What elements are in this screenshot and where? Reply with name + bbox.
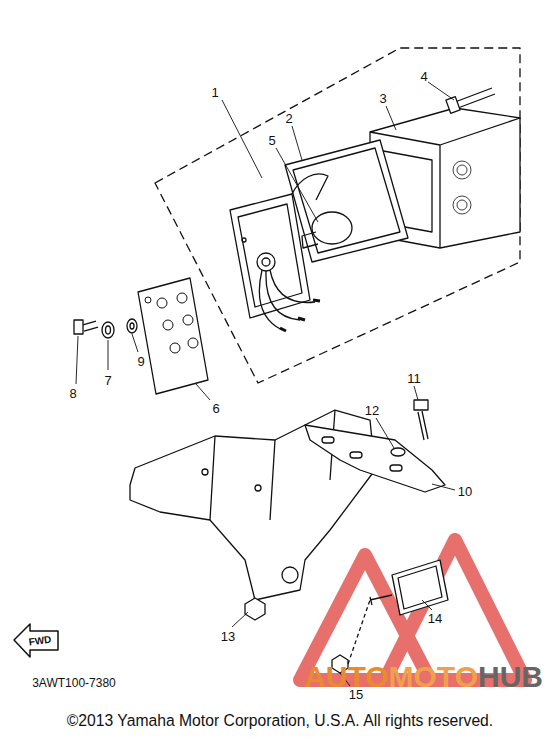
callout-number: 14: [428, 612, 442, 625]
callout-number: 12: [365, 404, 379, 417]
watermark: HUB: [478, 662, 543, 692]
copyright-caption: ©2013 Yamaha Motor Corporation, U.S.A. A…: [0, 712, 560, 730]
callout-number: 8: [69, 387, 76, 400]
callout-number: 4: [420, 70, 427, 83]
callout-number: 11: [407, 372, 421, 385]
watermark: AUTO: [304, 662, 388, 692]
callout-number: 1: [211, 86, 218, 99]
callout-number: 5: [268, 134, 275, 147]
callout-number: 3: [379, 92, 386, 105]
callout-number: 7: [104, 374, 111, 387]
callout-number: 13: [221, 630, 235, 643]
callout-number: 2: [285, 112, 292, 125]
drawing-code: 3AWT100-7380: [32, 677, 116, 689]
callout-number: 9: [137, 355, 144, 368]
callout-number: 10: [458, 485, 472, 498]
callout-number: 6: [212, 402, 219, 415]
watermark: MOTO: [389, 662, 478, 692]
